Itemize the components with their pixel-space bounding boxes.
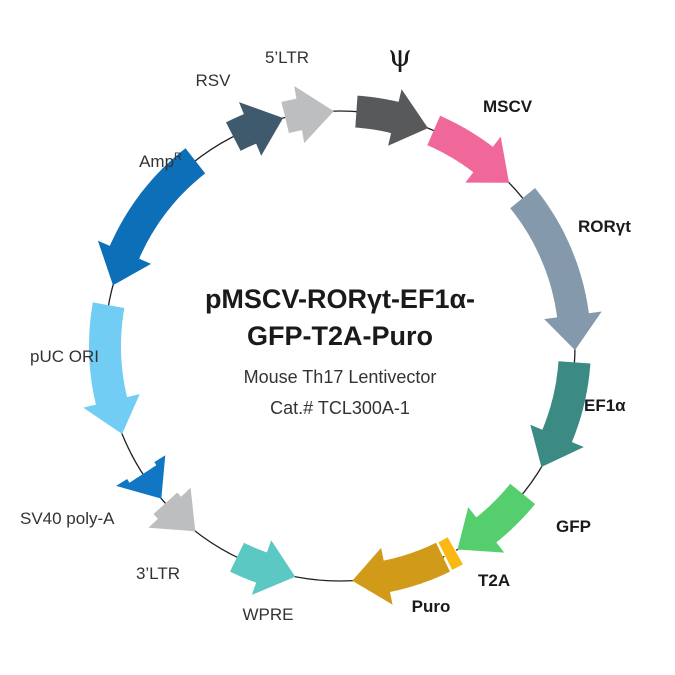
puro-feature-arrow: [352, 542, 450, 605]
catalog-number: Cat.# TCL300A-1: [270, 398, 410, 418]
mscv-feature-arrow: [427, 115, 509, 183]
rorgt-feature-arrow: [510, 188, 602, 351]
plasmid-subtitle: Mouse Th17 Lentivector: [244, 367, 437, 387]
plasmid-title-line-2: GFP-T2A-Puro: [247, 321, 433, 351]
amp-label: AmpR: [139, 151, 182, 171]
t2a-label: T2A: [478, 571, 510, 590]
sv40-label: SV40 poly-A: [20, 509, 115, 528]
rorgt-label: RORγt: [578, 217, 631, 236]
psi-feature-arrow: [355, 89, 428, 146]
rsv-feature-arrow: [226, 102, 284, 156]
ltr5-feature-arrow: [281, 86, 334, 144]
amp-label-superscript: R: [174, 151, 182, 163]
gfp-feature-arrow: [457, 483, 536, 553]
puc-label: pUC ORI: [30, 347, 99, 366]
ef1a-feature-arrow: [530, 361, 591, 467]
rsv-label: RSV: [196, 71, 232, 90]
wpre-feature-arrow: [230, 540, 296, 595]
plasmid-title-line-1: pMSCV-RORγt-EF1α-: [205, 284, 475, 314]
ef1a-label: EF1α: [584, 396, 626, 415]
amp-feature-arrow: [97, 148, 206, 286]
sv40-feature-arrow: [116, 455, 166, 499]
wpre-label: WPRE: [243, 605, 294, 624]
mscv-label: MSCV: [483, 97, 533, 116]
psi-label: ψ: [388, 39, 412, 74]
puc-feature-arrow: [83, 302, 140, 434]
gfp-label: GFP: [556, 517, 591, 536]
ltr3-feature-arrow: [148, 487, 196, 532]
puro-label: Puro: [412, 597, 451, 616]
ltr3-label: 3’LTR: [136, 564, 180, 583]
t2a-feature-arrow: [437, 535, 465, 572]
ltr5-label: 5’LTR: [265, 48, 309, 67]
